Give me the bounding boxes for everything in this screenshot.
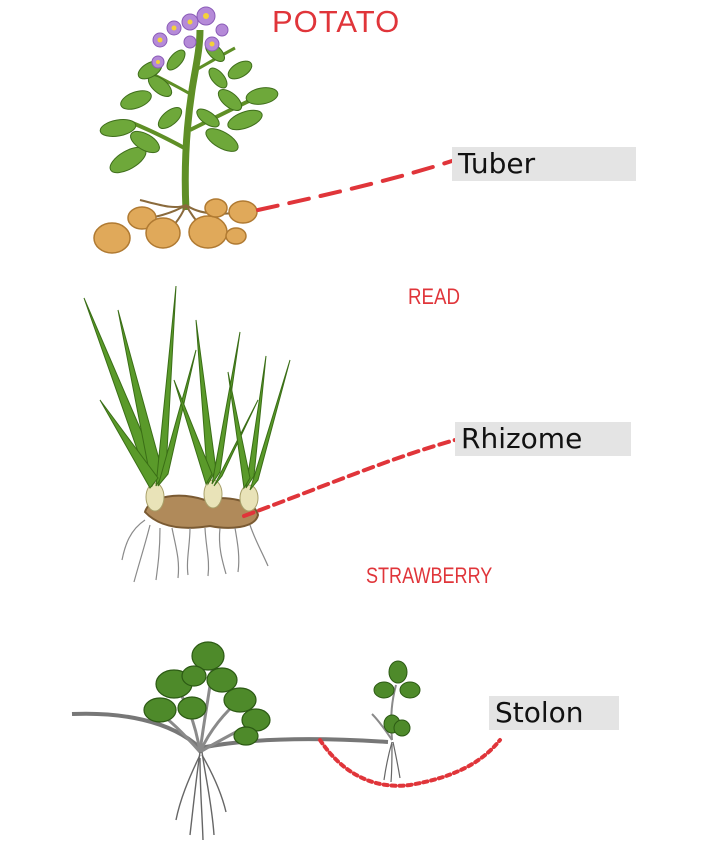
rhizome-leader-line [242,438,457,518]
potato-heading: POTATO [272,4,401,39]
strawberry-heading: STRAWBERRY [366,563,493,588]
read-heading: READ [408,284,460,309]
leader-lines [242,158,502,788]
stolon-label: Stolon [489,696,619,730]
tuber-label: Tuber [452,147,636,181]
strawberry-plant-illustration [71,641,421,841]
rhizome-label: Rhizome [455,422,631,456]
potato-plant-illustration [93,6,279,254]
stolon-leader-line [318,738,502,788]
tuber-leader-line [256,158,457,212]
potato-tubers [93,198,258,254]
rhizome-plant-illustration [83,285,291,583]
